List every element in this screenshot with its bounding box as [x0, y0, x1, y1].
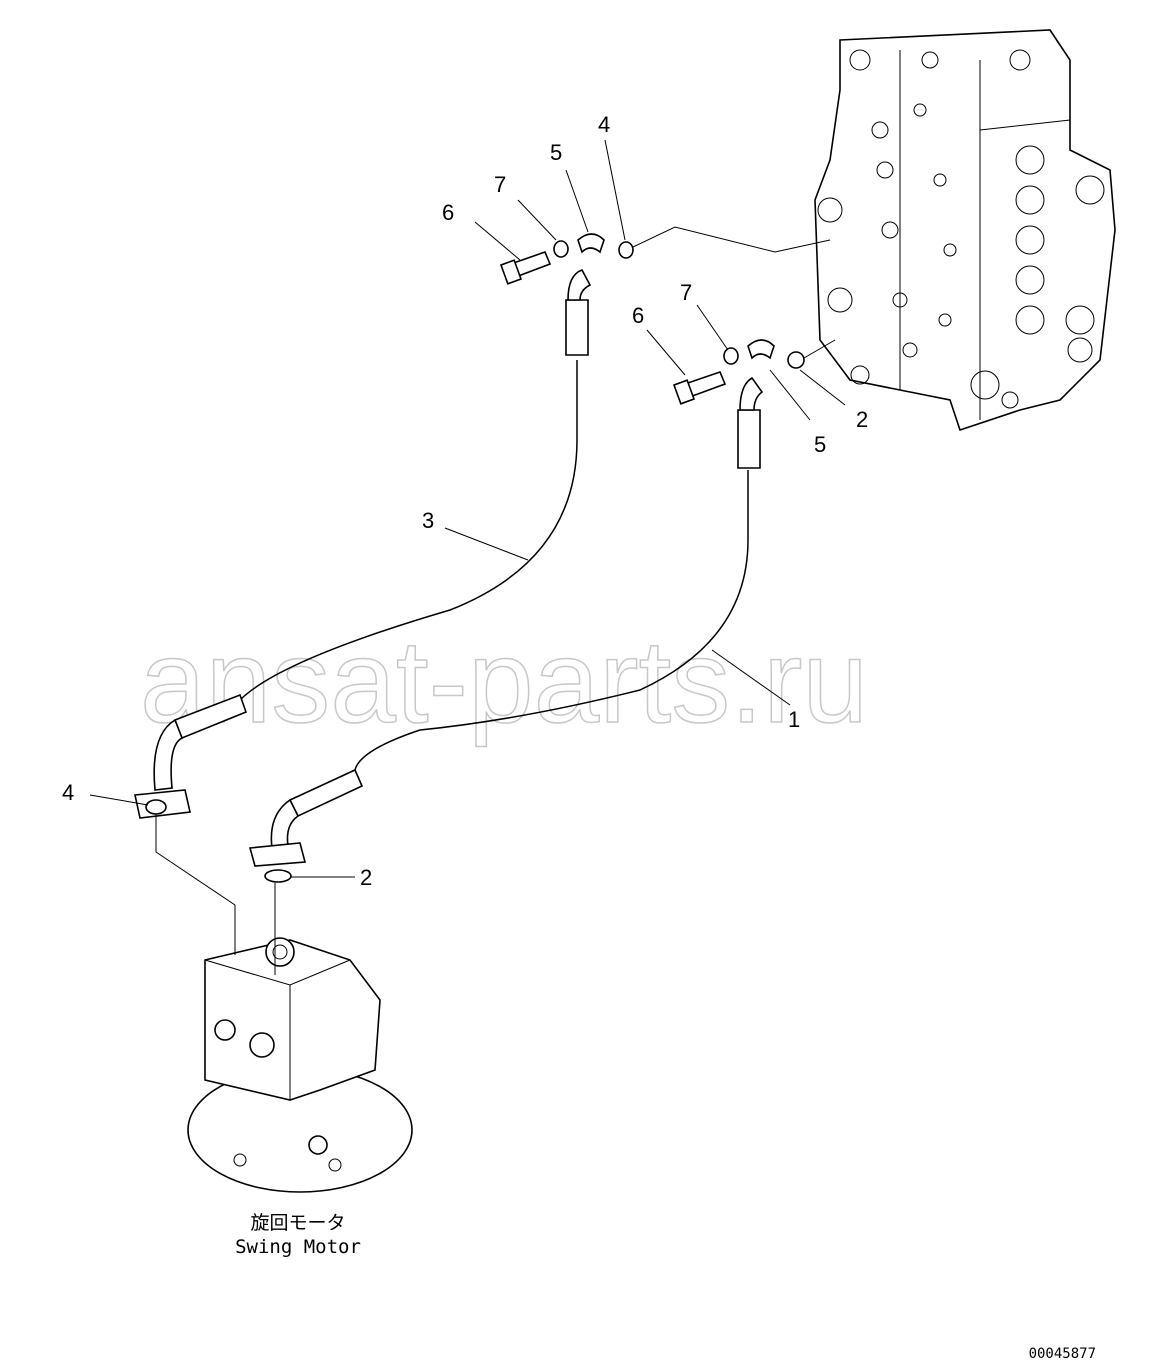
hose-3 — [134, 269, 592, 819]
callout-6: 6 — [632, 303, 644, 328]
motor-label-en: Swing Motor — [235, 1236, 361, 1258]
callout-3: 3 — [422, 508, 434, 533]
callout-2: 2 — [856, 407, 868, 432]
drawing-id: 00045877 — [1028, 1346, 1096, 1362]
callout-5: 5 — [814, 432, 826, 457]
swing-motor — [187, 937, 413, 1193]
o-ring-4-motor — [145, 799, 167, 815]
callout-7: 7 — [494, 172, 506, 197]
callout-4: 4 — [598, 112, 610, 137]
callout-leaders — [89, 139, 846, 878]
o-ring-leaders — [155, 814, 276, 975]
watermark: ansat-parts.ru — [140, 616, 868, 748]
callout-7: 7 — [680, 280, 692, 305]
o-ring-2-motor — [264, 869, 292, 883]
callout-2: 2 — [360, 865, 372, 890]
callout-1: 1 — [788, 707, 800, 732]
callout-6: 6 — [442, 200, 454, 225]
callout-5: 5 — [550, 140, 562, 165]
control-valve — [814, 29, 1116, 432]
fittings-lower — [672, 339, 836, 405]
callout-4: 4 — [62, 780, 74, 805]
hose-1 — [248, 376, 764, 867]
fittings-upper — [499, 226, 831, 285]
motor-label-jp: 旋回モータ — [250, 1212, 346, 1234]
